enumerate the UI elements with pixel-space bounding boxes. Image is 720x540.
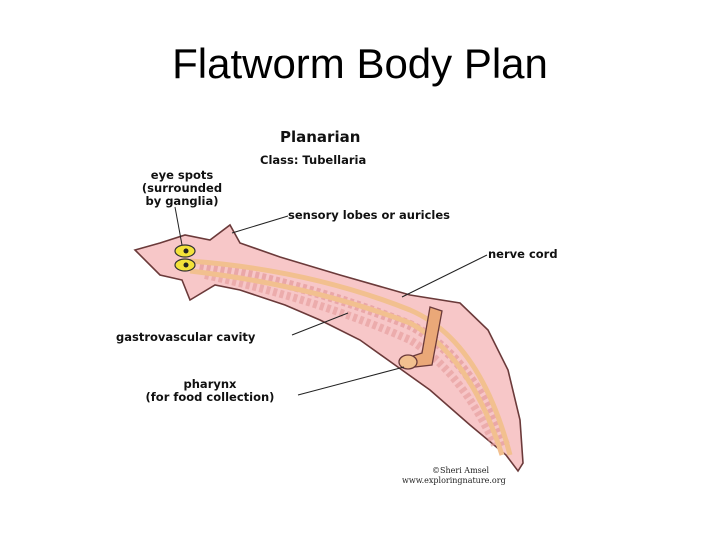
gastrovascular-leader [291,312,349,336]
nerve-cord-label: nerve cord [488,247,558,261]
pharynx-leader [297,366,405,396]
eye-spots-label-line-2: (surrounded [141,181,223,195]
planarian-body [133,223,524,473]
gastrovascular-cavity-label: gastrovascular cavity [116,330,256,344]
credit-author: ©Sheri Amsel [432,466,490,475]
diagram-subheading: Class: Tubellaria [260,153,367,167]
eye-spots-label-line-3: by ganglia) [145,194,219,208]
sensory-lobes-leader [231,215,289,234]
nerve-cord-lower [189,268,505,456]
pharynx-label-line-1: pharynx [183,377,237,391]
planarian-diagram: Planarian Class: Tubellaria eye spots (s… [110,125,590,495]
sensory-lobes-label: sensory lobes or auricles [288,208,451,222]
eye-spots-leader [174,206,183,246]
eye-spots-label: eye spots (surrounded by ganglia) [127,169,237,208]
slide-title: Flatworm Body Plan [172,40,548,87]
eye-spots-label-line-1: eye spots [150,168,214,182]
pharynx-opening [398,354,418,370]
planarian-illustration [133,206,524,473]
diagram-heading: Planarian [280,128,361,146]
credit-website: www.exploringnature.org [402,476,506,485]
pharynx-label: pharynx (for food collection) [120,378,300,404]
nerve-cord-leader [401,254,488,298]
nerve-cord-upper [189,258,513,456]
pharynx-label-line-2: (for food collection) [145,390,275,404]
